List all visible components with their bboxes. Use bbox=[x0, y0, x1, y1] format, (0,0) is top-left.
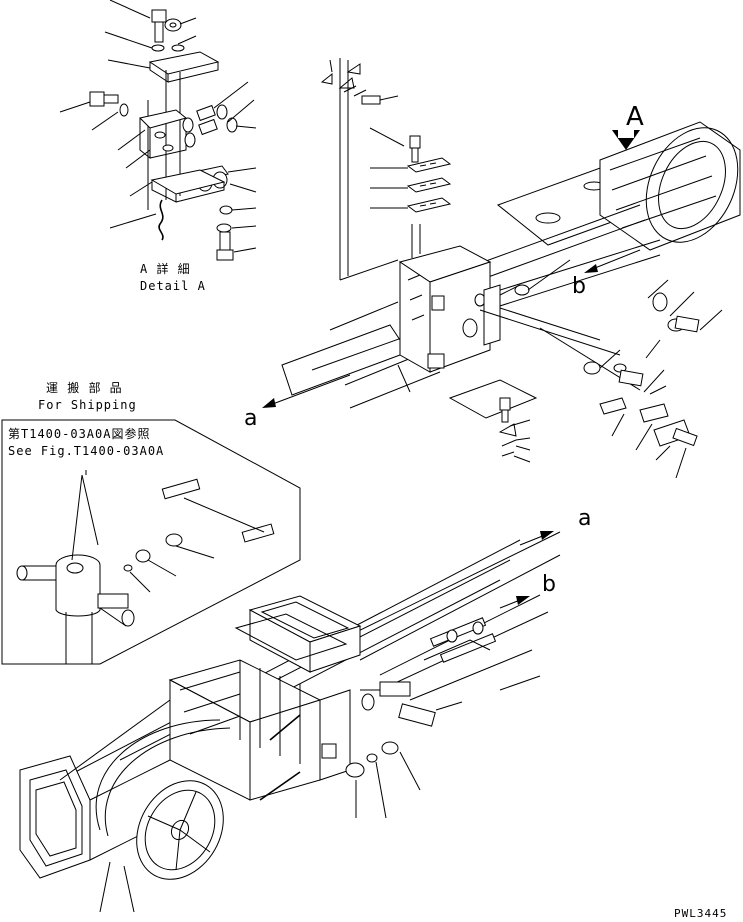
marker-b-upper: b bbox=[572, 274, 586, 299]
detail-a-assembly bbox=[59, 0, 257, 261]
marker-a-left: a bbox=[244, 406, 258, 431]
detail-a-title-en: Detail A bbox=[140, 279, 206, 293]
detail-a-title-jp: A 詳 細 bbox=[140, 262, 191, 276]
drawing-code: PWL3445 bbox=[674, 907, 728, 920]
shipping-ref-jp: 第T1400-03A0A図参照 bbox=[8, 427, 151, 441]
marker-A: A bbox=[626, 102, 644, 132]
lower-boom-assembly bbox=[19, 531, 561, 913]
shipping-ref-en: See Fig.T1400-03A0A bbox=[8, 444, 165, 458]
marker-b-lower: b bbox=[542, 572, 556, 597]
shipping-title-en: For Shipping bbox=[38, 398, 137, 412]
shipping-parts-group bbox=[1, 419, 301, 665]
upper-boom-assembly bbox=[262, 58, 741, 479]
shipping-title-jp: 運 搬 部 品 bbox=[46, 381, 123, 395]
marker-a-right: a bbox=[578, 506, 592, 531]
